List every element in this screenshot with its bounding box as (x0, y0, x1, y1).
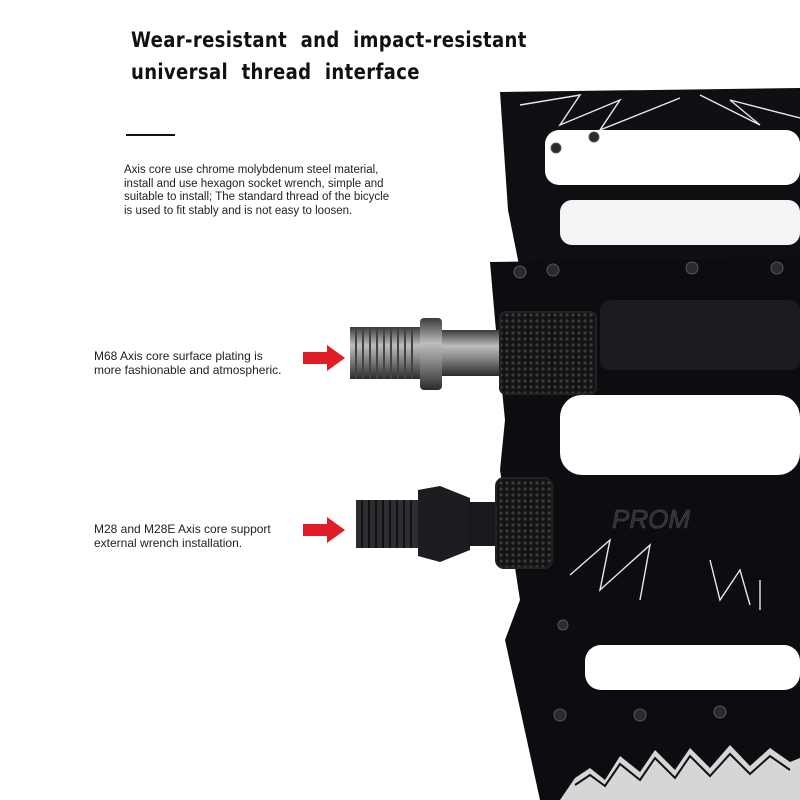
callout-m68-line-1: M68 Axis core surface plating is (94, 349, 263, 363)
headline: Wear-resistant and impact-resistant univ… (131, 24, 527, 88)
axle-m68 (350, 311, 597, 395)
divider (126, 134, 175, 136)
pedal-pins (513, 131, 784, 722)
description-line-2: install and use hexagon socket wrench, s… (124, 177, 384, 190)
red-arrow-icon (303, 517, 345, 543)
callout-m28-line-2: external wrench installation. (94, 536, 243, 550)
axle-m28 (356, 477, 553, 569)
callout-m68-line-2: more fashionable and atmospheric. (94, 363, 282, 377)
description-line-3: suitable to install; The standard thread… (124, 191, 390, 203)
pedal-body-back (500, 88, 800, 275)
description-line-1: Axis core use chrome molybdenum steel ma… (124, 164, 379, 176)
pedal-mountain-pattern (560, 745, 800, 800)
headline-line-2: universal thread interface (131, 60, 420, 84)
red-arrow-icon (303, 345, 345, 371)
description-line-4: is used to fit stably and is not easy to… (124, 204, 353, 217)
description: Axis core use chrome molybdenum steel ma… (124, 164, 454, 218)
pedal-brand-text: PROM (612, 504, 690, 534)
callout-m28-axis: M28 and M28E Axis core support external … (94, 522, 271, 550)
callout-m28-line-1: M28 and M28E Axis core support (94, 522, 271, 536)
callout-m68-axis: M68 Axis core surface plating is more fa… (94, 349, 281, 377)
headline-line-1: Wear-resistant and impact-resistant (131, 28, 527, 52)
pedal-line-art (519, 94, 800, 610)
